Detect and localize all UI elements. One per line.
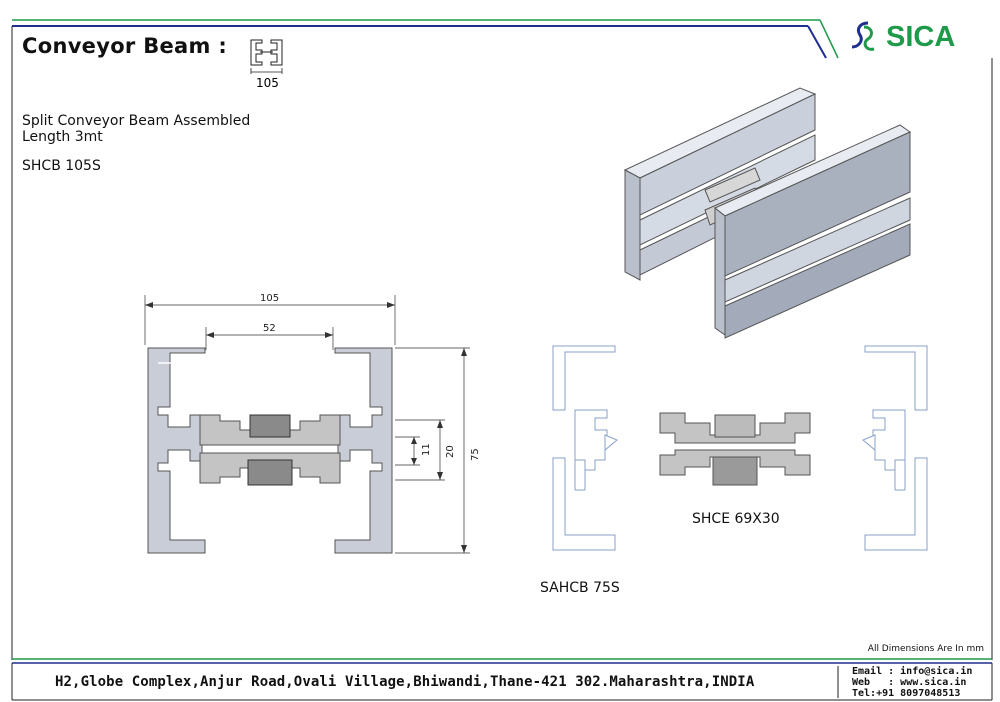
dim-small-label: 11: [421, 443, 432, 456]
dim-height-label: 75: [470, 448, 481, 461]
connector-label: SHCE 69X30: [692, 511, 780, 527]
half-beam-left-drawing: [552, 345, 618, 551]
contact-tel: Tel:+91 8097048513: [852, 688, 961, 699]
beam-profile-icon: 105: [250, 39, 283, 90]
product-code: SHCB 105S: [22, 158, 101, 174]
right-profile: [334, 347, 393, 554]
contact-block: Email : info@sica.in Web : www.sica.in T…: [852, 666, 972, 699]
bolt-nut: [247, 459, 293, 486]
dimensions-note: All Dimensions Are In mm: [867, 644, 984, 654]
contact-web: Web : www.sica.in: [852, 677, 967, 688]
description-line-1: Split Conveyor Beam Assembled: [22, 113, 251, 129]
connector-drawing: [659, 412, 811, 486]
bolt-head: [249, 414, 291, 438]
main-section-drawing: 105 52 75 20 11: [144, 293, 481, 554]
dim-slot-label: 20: [445, 445, 456, 458]
company-address: H2,Globe Complex,Anjur Road,Ovali Villag…: [55, 674, 755, 690]
left-profile: [147, 347, 206, 554]
logo-text: SICA: [886, 21, 955, 53]
contact-email: Email : info@sica.in: [852, 666, 973, 677]
sica-logo-mark-icon: [851, 21, 875, 51]
icon-dim-label: 105: [256, 76, 279, 90]
dim-inner-width-label: 52: [263, 323, 276, 334]
dim-width-label: 105: [260, 293, 279, 304]
half-beam-label: SAHCB 75S: [540, 580, 620, 596]
description-line-2: Length 3mt: [22, 129, 103, 145]
half-beam-right-drawing: [862, 345, 928, 551]
sica-logo: SICA: [851, 21, 955, 53]
page-title: Conveyor Beam :: [22, 34, 228, 58]
description-block: Split Conveyor Beam Assembled Length 3mt: [22, 113, 250, 145]
isometric-render: [623, 87, 912, 339]
